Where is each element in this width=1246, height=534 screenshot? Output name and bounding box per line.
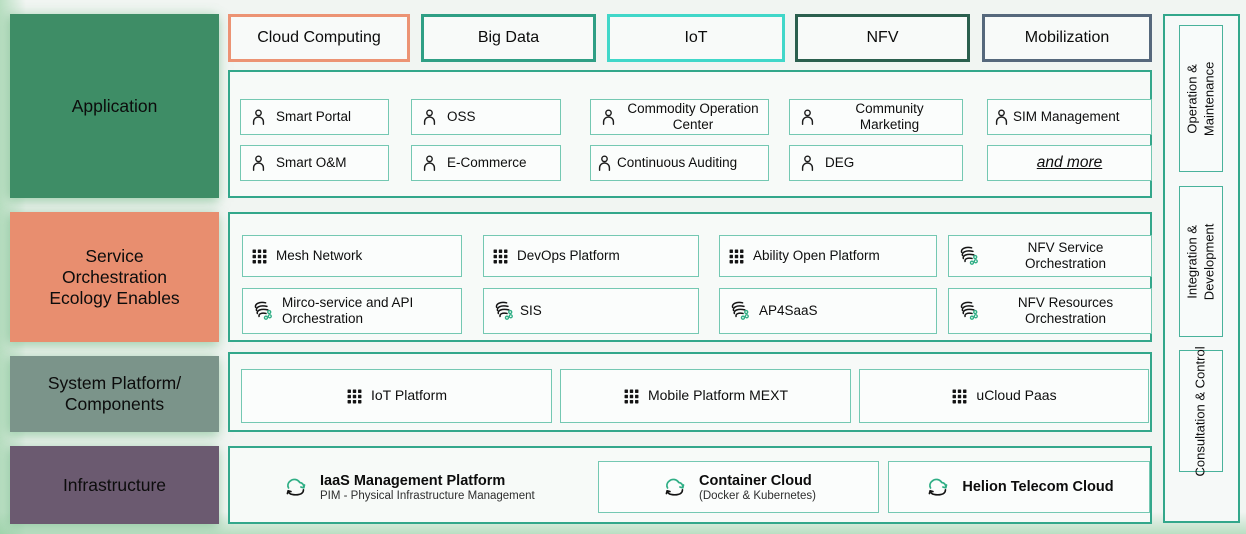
label-line2: Maintenance xyxy=(1201,61,1217,136)
person-icon xyxy=(420,154,439,173)
item-label: AP4SaaS xyxy=(759,302,818,318)
orchestration-icon xyxy=(251,300,274,323)
app-item-continuous-auditing: Continuous Auditing xyxy=(590,145,769,181)
infra-item-container-cloud: Container Cloud (Docker & Kubernetes) xyxy=(598,461,879,513)
item-subtitle: (Docker & Kubernetes) xyxy=(699,489,816,502)
item-label: Continuous Auditing xyxy=(617,154,738,170)
category-iot: IoT xyxy=(607,14,785,62)
app-item-and-more: and more xyxy=(987,145,1152,181)
infra-item-iaas-management: IaaS Management Platform PIM - Physical … xyxy=(282,461,535,513)
person-icon xyxy=(798,108,817,127)
person-icon xyxy=(599,108,618,127)
item-title: Container Cloud xyxy=(699,472,812,489)
category-big-data: Big Data xyxy=(421,14,596,62)
item-title: Helion Telecom Cloud xyxy=(962,479,1114,495)
person-icon xyxy=(992,108,1011,127)
infrastructure-section: IaaS Management Platform PIM - Physical … xyxy=(228,446,1152,524)
cloud-sync-icon xyxy=(282,476,310,499)
item-label: OSS xyxy=(447,108,476,124)
item-label: DevOps Platform xyxy=(517,247,620,263)
item-label: Ability Open Platform xyxy=(753,247,880,263)
orchestration-icon xyxy=(728,300,751,323)
sidebar-integration-development: Integration & Development xyxy=(1179,186,1223,337)
item-label: E-Commerce xyxy=(447,154,527,170)
item-label: SIM Management xyxy=(1013,108,1120,124)
item-subtitle: PIM - Physical Infrastructure Management xyxy=(320,489,535,502)
app-item-smart-om: Smart O&M xyxy=(240,145,389,181)
grid-icon xyxy=(492,248,509,265)
orchestration-icon xyxy=(957,300,980,323)
cloud-sync-icon xyxy=(661,476,689,499)
row-label-infrastructure: Infrastructure xyxy=(10,446,219,524)
item-label: Mesh Network xyxy=(276,247,363,263)
item-label: DEG xyxy=(825,154,855,170)
item-label: uCloud Paas xyxy=(976,387,1057,404)
category-nfv: NFV xyxy=(795,14,970,62)
vertical-label: Integration & Development xyxy=(1184,223,1218,300)
category-cloud-computing: Cloud Computing xyxy=(228,14,410,62)
app-item-oss: OSS xyxy=(411,99,561,135)
category-mobilization: Mobilization xyxy=(982,14,1152,62)
infra-item-helion-telecom-cloud: Helion Telecom Cloud xyxy=(888,461,1150,513)
svc-item-ability-open-platform: Ability Open Platform xyxy=(719,235,937,277)
item-label: NFV Service Orchestration xyxy=(1024,239,1107,271)
svc-item-ap4saas: AP4SaaS xyxy=(719,288,937,334)
and-more-label: and more xyxy=(1036,153,1103,171)
grid-icon xyxy=(623,388,640,405)
sidebar-operation-maintenance: Operation & Maintenance xyxy=(1179,25,1223,172)
person-icon xyxy=(595,154,614,173)
label-line1: Consultation & Control xyxy=(1192,345,1208,477)
svc-item-nfv-resources-orchestration: NFV Resources Orchestration xyxy=(948,288,1152,334)
label-line1: Operation & xyxy=(1184,63,1200,134)
item-label: SIS xyxy=(520,302,542,318)
svc-item-nfv-service-orchestration: NFV Service Orchestration xyxy=(948,235,1152,277)
item-label: Mirco-service and API Orchestration xyxy=(282,294,414,326)
system-platform-section: IoT Platform Mobile Platform MEXT uCloud… xyxy=(228,352,1152,432)
person-icon xyxy=(249,108,268,127)
application-section: Smart Portal OSS Commodity Operation Cen… xyxy=(228,70,1152,198)
item-title: IaaS Management Platform xyxy=(320,472,506,489)
person-icon xyxy=(420,108,439,127)
sidebar-consultation-control: Consultation & Control xyxy=(1179,346,1223,476)
orchestration-icon xyxy=(957,245,980,268)
svc-item-mesh-network: Mesh Network xyxy=(242,235,462,277)
label-line2: Development xyxy=(1201,223,1217,300)
item-label: Community Marketing xyxy=(855,100,924,132)
orchestration-icon xyxy=(492,300,515,323)
vertical-label: Consultation & Control xyxy=(1193,346,1210,476)
vertical-label: Operation & Maintenance xyxy=(1184,61,1218,135)
label-line1: Integration & xyxy=(1184,224,1200,299)
person-icon xyxy=(249,154,268,173)
item-label: Mobile Platform MEXT xyxy=(647,387,789,404)
row-label-system-platform: System Platform/ Components xyxy=(10,356,219,432)
lifecycle-sidebar: Operation & Maintenance Integration & De… xyxy=(1163,14,1240,523)
service-orchestration-section: Mesh Network DevOps Platform Ability Ope… xyxy=(228,212,1152,342)
cloud-sync-icon xyxy=(924,476,952,499)
row-label-application: Application xyxy=(10,14,219,198)
app-item-smart-portal: Smart Portal xyxy=(240,99,389,135)
item-label: Commodity Operation Center xyxy=(627,100,759,132)
grid-icon xyxy=(728,248,745,265)
sys-item-iot-platform: IoT Platform xyxy=(241,369,552,423)
item-label: IoT Platform xyxy=(371,387,447,404)
item-label: Smart O&M xyxy=(276,154,347,170)
svc-item-sis: SIS xyxy=(483,288,699,334)
item-label: Smart Portal xyxy=(276,108,352,124)
grid-icon xyxy=(951,388,968,405)
grid-icon xyxy=(346,388,363,405)
person-icon xyxy=(798,154,817,173)
sys-item-ucloud-paas: uCloud Paas xyxy=(859,369,1149,423)
sys-item-mobile-platform-mext: Mobile Platform MEXT xyxy=(560,369,851,423)
app-item-e-commerce: E-Commerce xyxy=(411,145,561,181)
app-item-commodity-operation-center: Commodity Operation Center xyxy=(590,99,769,135)
svc-item-micro-service-api-orchestration: Mirco-service and API Orchestration xyxy=(242,288,462,334)
app-item-sim-management: SIM Management xyxy=(987,99,1152,135)
row-label-service-orchestration: Service Orchestration Ecology Enables xyxy=(10,212,219,342)
grid-icon xyxy=(251,248,268,265)
item-label: NFV Resources Orchestration xyxy=(1017,294,1114,326)
app-item-deg: DEG xyxy=(789,145,963,181)
app-item-community-marketing: Community Marketing xyxy=(789,99,963,135)
svc-item-devops-platform: DevOps Platform xyxy=(483,235,699,277)
